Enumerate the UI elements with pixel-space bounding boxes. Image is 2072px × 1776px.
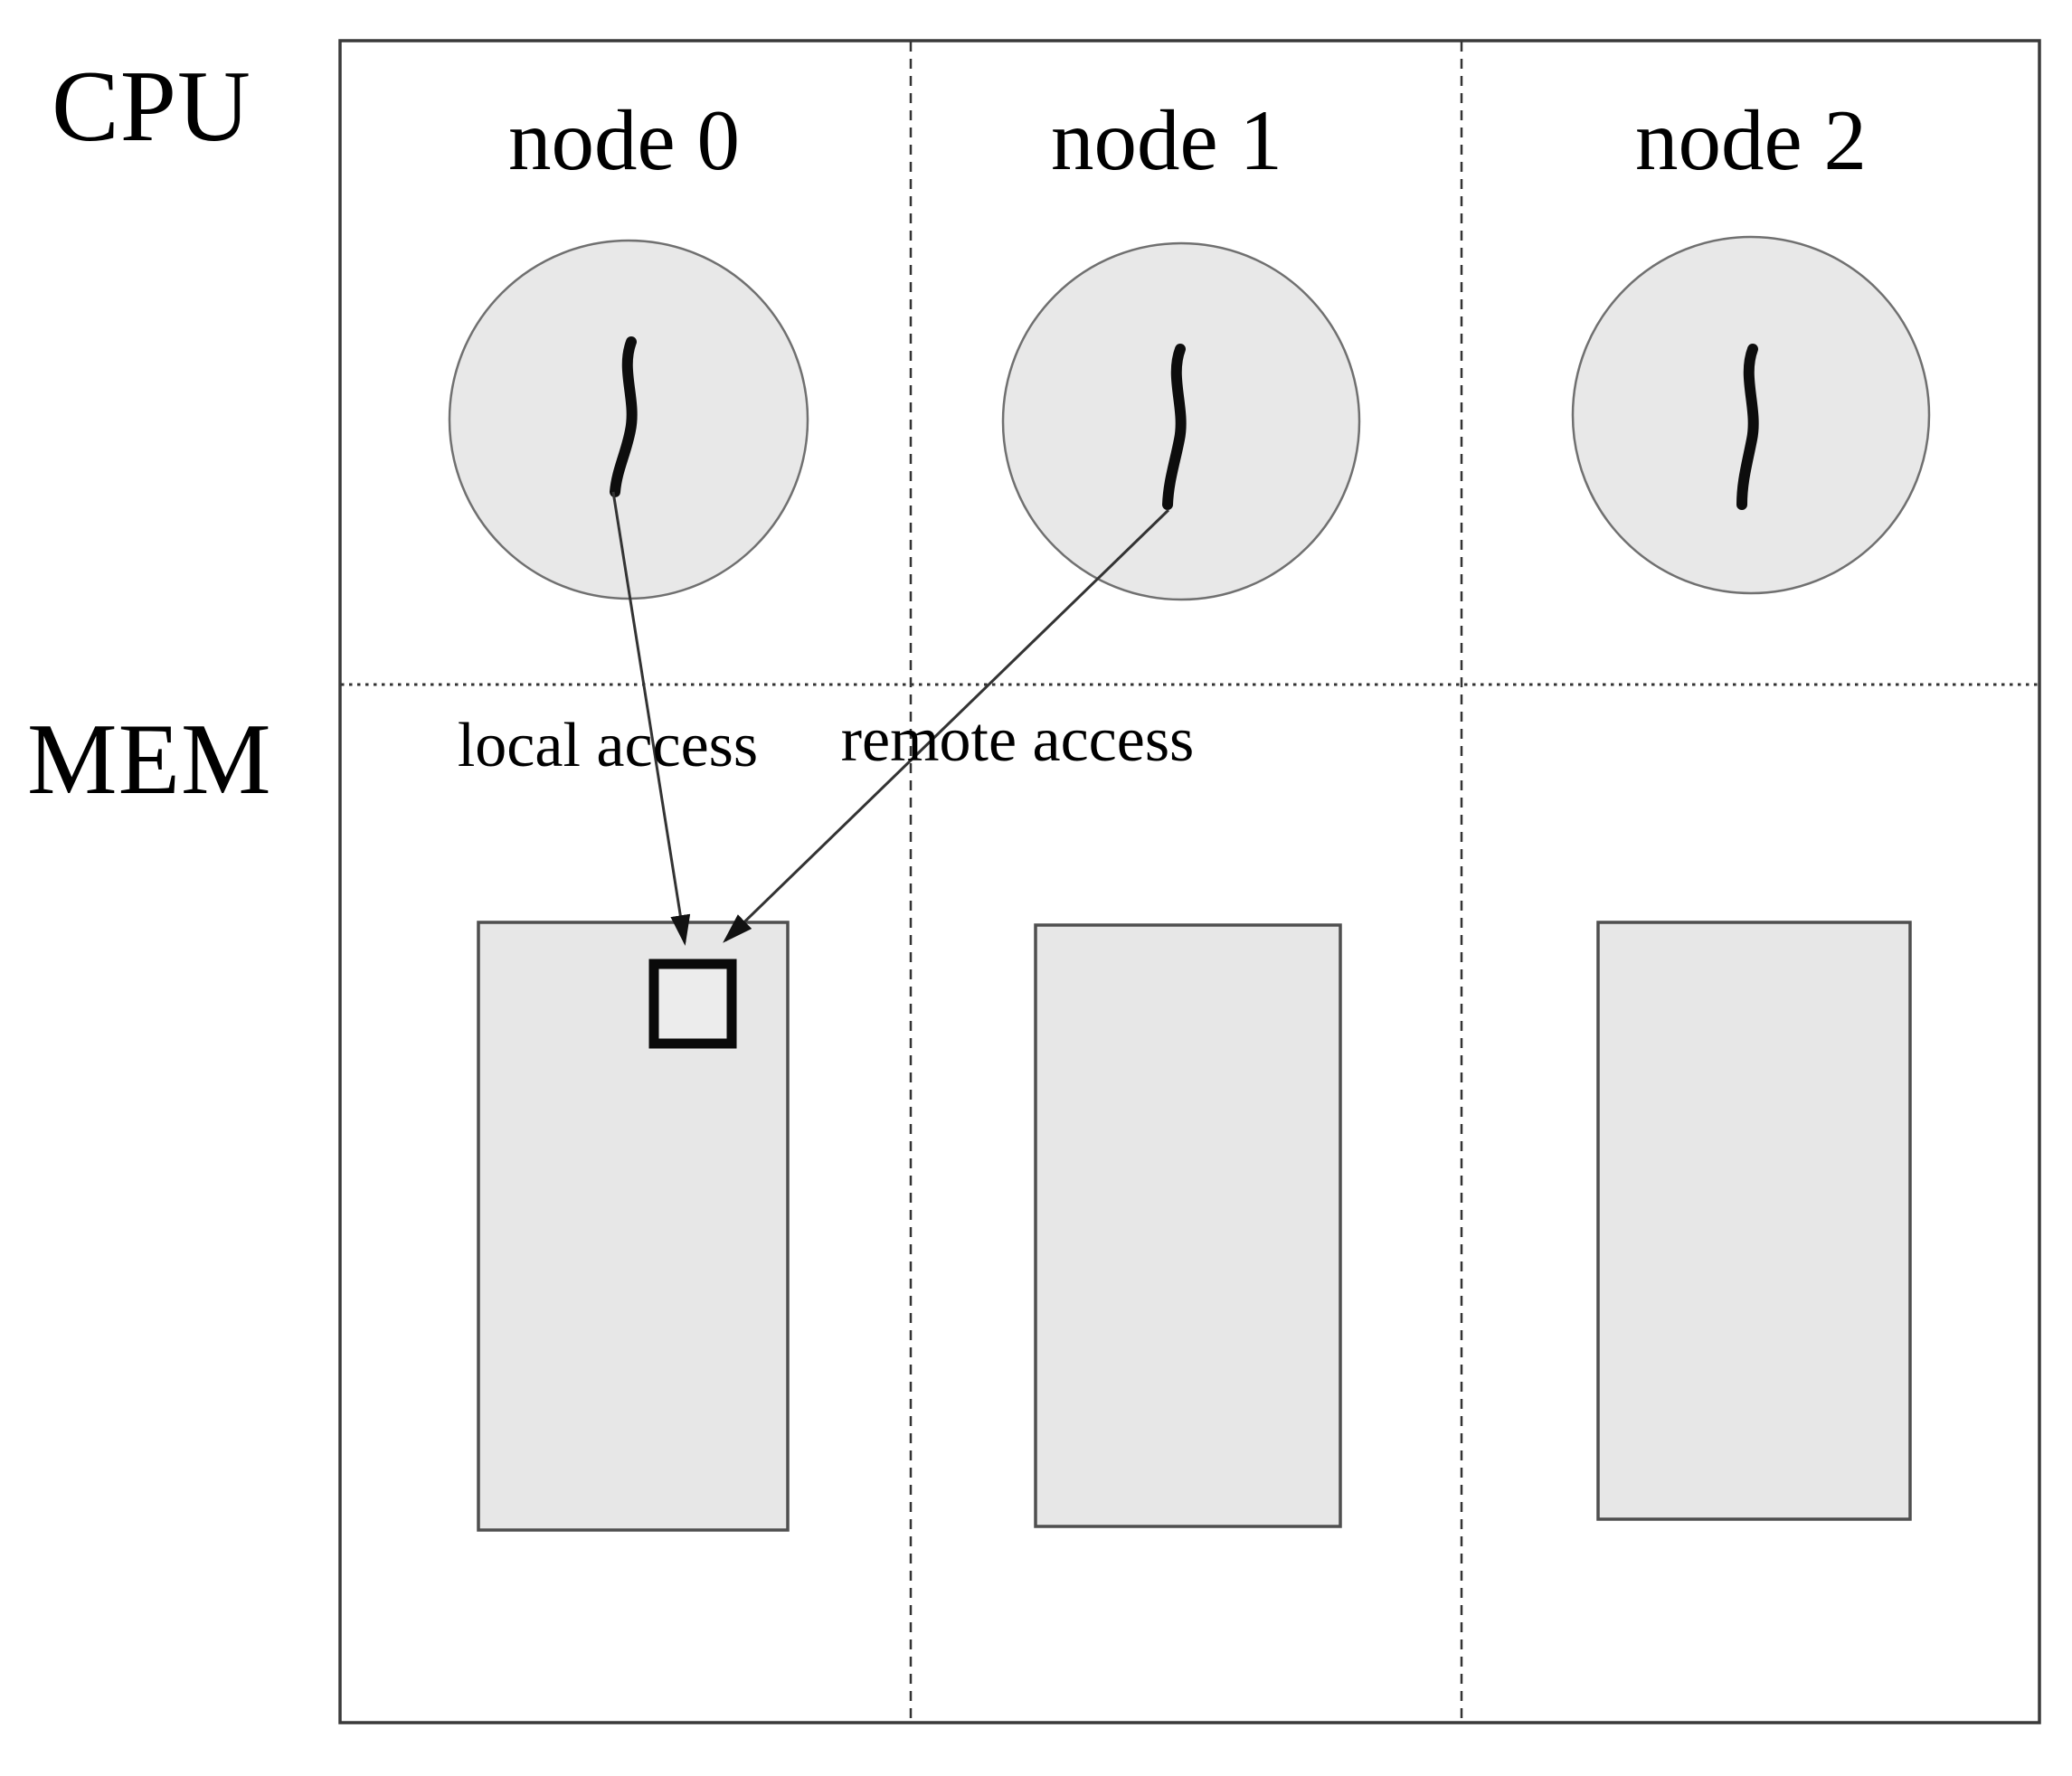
- remote-access-arrow: [723, 508, 1170, 943]
- node2-memory-rect: [1596, 921, 1912, 1521]
- node2-label: node 2: [1635, 92, 1867, 188]
- node0-memory-page: [648, 959, 737, 1049]
- node1-thread-icon: [1162, 344, 1187, 510]
- mem-row-label: MEM: [27, 704, 272, 816]
- node1-label: node 1: [1051, 92, 1282, 188]
- local-access-arrow: [611, 491, 691, 946]
- system-box: [338, 39, 2041, 1724]
- node0-memory-rect: [477, 921, 790, 1532]
- node2-thread-icon: [1736, 344, 1759, 510]
- node0-label: node 0: [508, 92, 740, 188]
- local-access-label: local access: [457, 711, 759, 780]
- node0-thread-icon: [610, 336, 638, 497]
- node1-memory-rect: [1034, 923, 1342, 1528]
- remote-access-label: remote access: [840, 705, 1195, 775]
- cpu-row-label: CPU: [52, 51, 251, 163]
